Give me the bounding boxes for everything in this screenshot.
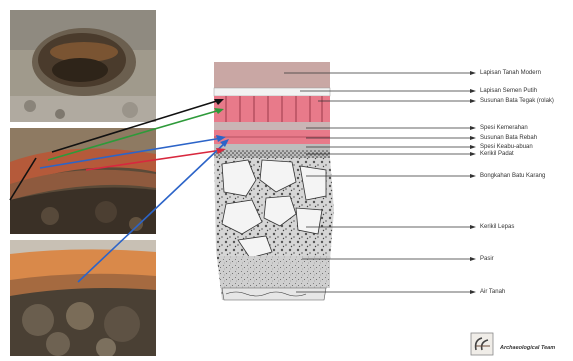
label-dense-gravel: Kerikil Padat	[480, 150, 514, 158]
layer-reddish-mortar	[214, 122, 330, 130]
arrow-red	[86, 150, 222, 170]
leader-arrowheads	[470, 71, 476, 294]
layer-upright-bricks	[214, 96, 330, 122]
arrow-black-lower	[10, 158, 36, 200]
label-coral-boulders: Bongkahan Batu Karang	[480, 172, 545, 180]
label-groundwater: Air Tanah	[480, 288, 505, 296]
layer-sand	[220, 256, 330, 288]
layer-white-cement	[214, 88, 330, 96]
team-logo-text: Archaeological Team	[500, 345, 555, 351]
team-logo-mark	[470, 332, 498, 356]
label-sand: Pasir	[480, 255, 494, 263]
label-loose-gravel: Kerikil Lepas	[480, 223, 514, 231]
layer-groundwater	[222, 288, 326, 300]
team-logo: Archaeological Team	[470, 332, 568, 358]
label-reddish-mortar: Spesi Kemerahan	[480, 124, 528, 132]
label-modern-topsoil: Lapisan Tanah Modern	[480, 69, 541, 77]
arrow-blue-lower	[78, 142, 226, 282]
layer-topsoil	[214, 62, 330, 88]
label-upright-bricks: Susunan Bata Tegak (rolak)	[480, 97, 554, 105]
arrow-black	[52, 100, 220, 152]
label-flat-bricks: Susunan Bata Rebah	[480, 134, 537, 142]
label-white-cement: Lapisan Semen Putih	[480, 87, 537, 95]
